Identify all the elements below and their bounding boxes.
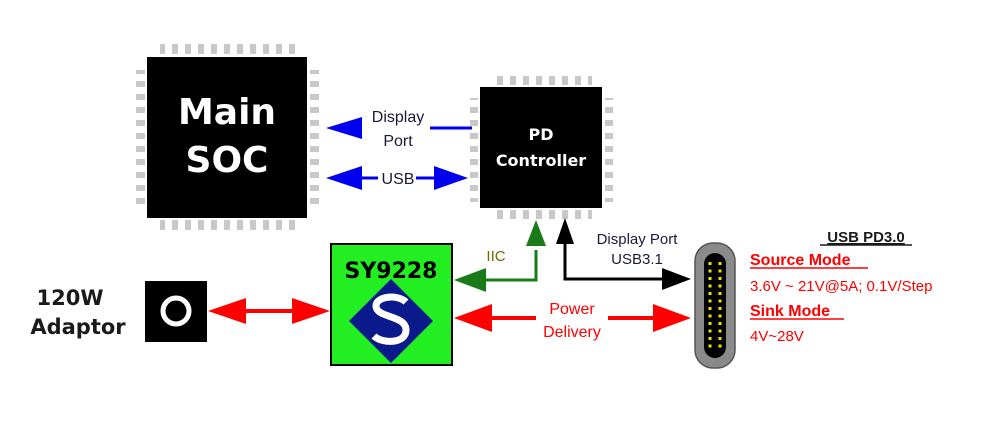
usb-c-pin xyxy=(708,329,712,333)
source-mode-value: 3.6V ~ 21V@5A; 0.1V/Step xyxy=(750,278,932,295)
usb-arrowhead-left xyxy=(326,166,362,190)
pd-body xyxy=(480,87,602,208)
usb-c-pin xyxy=(718,344,722,348)
power-label-line2: Delivery xyxy=(543,324,601,341)
dp-usb31-label-line2: USB3.1 xyxy=(611,251,663,268)
adaptor-jack: 120W Adaptor xyxy=(30,281,207,342)
usb-c-pin xyxy=(718,277,722,280)
usb-c-pin xyxy=(708,299,712,303)
silergy-logo-icon xyxy=(349,279,433,363)
usb-c-pin xyxy=(718,307,722,310)
sink-mode-label: Sink Mode xyxy=(750,303,830,320)
soc-pins-right xyxy=(310,70,319,206)
soc-pins-left xyxy=(136,70,145,206)
sink-mode-value: 4V~28V xyxy=(750,328,804,345)
usb-c-connector xyxy=(694,242,736,369)
iic-arrowhead-left xyxy=(454,268,486,292)
pd-pins-right xyxy=(605,98,613,202)
usb-c-pin xyxy=(718,299,722,303)
usb-c-pins xyxy=(708,262,722,348)
usb-c-tongue xyxy=(704,253,726,358)
sy9228-chip: SY9228 xyxy=(330,243,453,366)
usb-c-pin xyxy=(708,292,712,295)
usb-label: USB xyxy=(382,171,415,188)
usb-c-pin xyxy=(708,277,712,280)
pd-pins-bottom xyxy=(492,210,592,219)
displayport-label-line1: Display xyxy=(372,109,424,126)
source-mode-label: Source Mode xyxy=(750,252,851,269)
dp-usb31-link: Display Port USB3.1 xyxy=(556,218,691,290)
soc-label-line2: SOC xyxy=(186,140,269,181)
adaptor-arrowhead-right xyxy=(292,298,330,324)
pd-pins-left xyxy=(470,98,478,202)
usb-c-pin xyxy=(718,269,722,273)
dc-jack-icon xyxy=(160,295,192,327)
soc-pins-top xyxy=(160,44,296,54)
usb-c-pin xyxy=(708,322,712,325)
power-arrowhead-left xyxy=(454,304,492,332)
usb-c-pin xyxy=(708,307,712,310)
usb-c-pin xyxy=(708,262,712,265)
usb-c-pin xyxy=(708,314,712,318)
soc-pins-bottom xyxy=(160,220,296,230)
usb-pd-title: USB PD3.0 xyxy=(827,229,905,246)
soc-label-line1: Main xyxy=(178,92,276,133)
usb-c-pin xyxy=(718,322,722,325)
usb-link: USB xyxy=(326,166,468,190)
usb-c-pin xyxy=(708,269,712,273)
pd-controller-chip: PD Controller xyxy=(470,76,613,219)
usb-c-pin xyxy=(708,284,712,288)
displayport-arrowhead xyxy=(326,117,362,139)
dp-usb31-arrowhead-right xyxy=(662,268,691,290)
adaptor-label-line2: Adaptor xyxy=(30,315,126,339)
pd-label-line2: Controller xyxy=(496,151,586,170)
usb-pd-spec: USB PD3.0 Source Mode 3.6V ~ 21V@5A; 0.1… xyxy=(750,229,932,345)
dc-jack-body xyxy=(145,281,207,342)
iic-arrowhead-up xyxy=(526,220,546,246)
usb-c-pin xyxy=(718,284,722,288)
usb-arrowhead-right xyxy=(434,166,468,190)
pd-pins-top xyxy=(492,76,592,85)
usb-c-pin xyxy=(718,329,722,333)
usb-c-pin xyxy=(718,262,722,265)
power-arrowhead-right xyxy=(653,304,691,332)
pd-label-line1: PD xyxy=(528,125,553,144)
soc-body xyxy=(147,57,307,218)
iic-label: IIC xyxy=(486,248,505,265)
displayport-link: Display Port xyxy=(326,109,472,150)
adaptor-label-line1: 120W xyxy=(37,286,104,310)
power-label-line1: Power xyxy=(549,301,595,318)
adaptor-arrowhead-left xyxy=(208,298,246,324)
usb-c-pin xyxy=(718,337,722,340)
silergy-s-glyph xyxy=(371,293,410,345)
usb-c-pin xyxy=(708,344,712,348)
power-delivery-link: Power Delivery xyxy=(454,301,691,341)
usb-c-pin xyxy=(718,292,722,295)
dp-usb31-label-line1: Display Port xyxy=(597,231,679,248)
adaptor-power-link xyxy=(208,298,330,324)
displayport-label-line2: Port xyxy=(383,133,413,150)
dp-usb31-arrowhead-up xyxy=(556,218,574,244)
main-soc-chip: Main SOC xyxy=(136,44,319,230)
usb-c-pin xyxy=(718,314,722,318)
usb-c-pin xyxy=(708,337,712,340)
iic-link: IIC xyxy=(454,220,546,292)
